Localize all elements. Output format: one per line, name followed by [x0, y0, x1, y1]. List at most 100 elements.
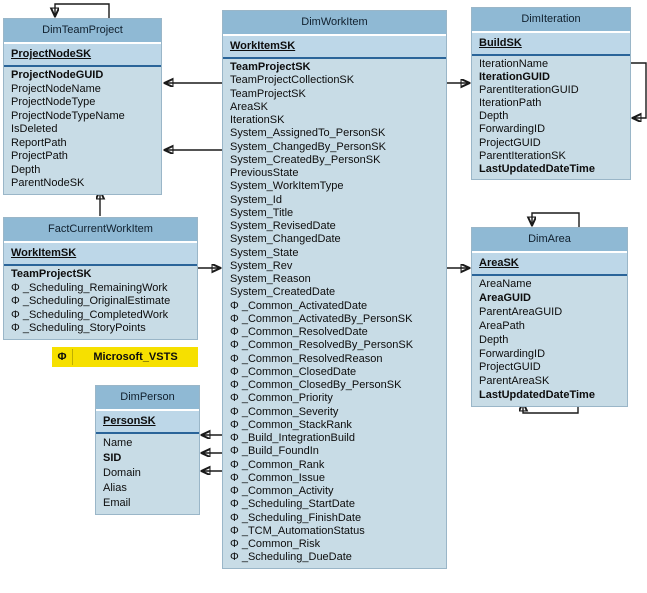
primary-key-field: AreaSK [472, 253, 627, 276]
field-row: ParentIterationGUID [479, 84, 579, 97]
field-row: Φ _Common_ActivatedBy_PersonSK [230, 312, 413, 325]
field-row: ProjectGUID [479, 136, 541, 149]
field-row: System_Reason [230, 273, 311, 285]
field-row: Φ _Common_Rank [230, 458, 325, 471]
field-row: System_WorkItemType [230, 180, 344, 193]
field-row: AreaGUID [479, 291, 531, 304]
field-row: TeamProjectSK [230, 61, 311, 73]
field-row: System_Id [230, 193, 282, 206]
field-row: Email [103, 497, 131, 509]
arrow-iteration-self-loop [631, 62, 647, 118]
legend-label: Microsoft_VSTS [93, 351, 178, 363]
table-title: DimArea [472, 228, 627, 253]
field-row: Φ _Scheduling_StartDate [230, 498, 355, 511]
field-row: System_CreatedDate [230, 286, 336, 299]
field-row: LastUpdatedDateTime [479, 389, 595, 402]
field-row: Φ _Build_IntegrationBuild [230, 432, 355, 444]
field-row: Φ _Common_Risk [230, 538, 321, 550]
table-title: DimIteration [472, 8, 630, 33]
legend-microsoft-vsts[interactable]: Φ Microsoft_VSTS [52, 347, 198, 367]
field-row: Φ _Common_Issue [230, 471, 325, 484]
arrow-teamproject-self-loop [55, 3, 110, 18]
field-row: Φ _TCM_AutomationStatus [230, 524, 365, 537]
field-row: ForwardingID [479, 347, 546, 360]
field-row: IterationPath [479, 97, 542, 110]
field-row: Φ _Common_ClosedBy_PersonSK [230, 379, 402, 391]
field-row: Φ _Common_ClosedDate [230, 365, 357, 378]
field-row: Φ _Build_FoundIn [230, 445, 319, 458]
field-row: System_AssignedTo_PersonSK [230, 127, 386, 140]
field-row: System_State [230, 246, 299, 259]
field-row: AreaSK [230, 100, 268, 113]
arrow-area-self-loop-top [532, 212, 580, 227]
field-row: IsDeleted [11, 123, 58, 135]
field-row: Φ _Common_Severity [230, 405, 339, 418]
field-row: ReportPath [11, 136, 67, 149]
field-row: ForwardingID [479, 123, 546, 136]
field-row: TeamProjectSK [11, 268, 92, 280]
field-row: ProjectPath [11, 150, 68, 162]
field-row: IterationSK [230, 114, 285, 126]
field-row: Φ _Common_Activity [230, 485, 334, 497]
field-row: Φ _Common_ResolvedDate [230, 326, 368, 338]
table-title: DimTeamProject [4, 19, 161, 44]
field-row: TeamProjectCollectionSK [230, 74, 355, 87]
field-row: System_ChangedBy_PersonSK [230, 140, 386, 153]
field-row: Φ _Scheduling_RemainingWork [11, 281, 168, 294]
field-row: ProjectGUID [479, 361, 541, 374]
field-row: IterationName [479, 58, 549, 70]
table-title: DimPerson [96, 386, 199, 411]
field-row: IterationGUID [479, 71, 550, 84]
field-row: ProjectNodeTypeName [11, 109, 125, 122]
field-row: Φ _Scheduling_CompletedWork [11, 308, 169, 321]
table-title: FactCurrentWorkItem [4, 218, 197, 243]
field-row: PreviousState [230, 167, 299, 179]
field-row: ParentAreaSK [479, 375, 550, 388]
primary-key-field: BuildSK [472, 33, 630, 56]
primary-key-field: ProjectNodeSK [4, 44, 161, 67]
field-row: ParentIterationSK [479, 149, 566, 162]
field-row: Alias [103, 482, 127, 494]
field-row: Depth [479, 333, 509, 346]
primary-key-field: WorkItemSK [4, 243, 197, 266]
field-row: ProjectNodeGUID [11, 69, 104, 81]
field-row: Φ _Scheduling_StoryPoints [11, 322, 146, 334]
field-row: Depth [11, 163, 41, 176]
field-row: Depth [479, 110, 509, 123]
field-row: Domain [103, 467, 141, 479]
field-row: ParentNodeSK [11, 177, 85, 189]
legend-separator [72, 349, 73, 365]
field-row: Φ _Common_Priority [230, 392, 333, 405]
field-row: Φ _Scheduling_DueDate [230, 551, 352, 564]
field-row: System_ChangedDate [230, 233, 341, 246]
field-row: Φ _Common_ActivatedDate [230, 299, 368, 312]
table-title: DimWorkItem [223, 11, 446, 36]
field-row: Name [103, 437, 133, 449]
primary-key-field: PersonSK [96, 411, 199, 434]
field-row: System_RevisedDate [230, 220, 336, 232]
field-row: TeamProjectSK [230, 87, 306, 100]
field-row: AreaPath [479, 319, 525, 332]
field-row: System_Title [230, 206, 294, 219]
field-row: ParentAreaGUID [479, 305, 563, 318]
field-row: ProjectNodeType [11, 96, 96, 108]
field-row: Φ _Scheduling_OriginalEstimate [11, 295, 171, 307]
field-row: SID [103, 452, 122, 464]
field-row: Φ _Common_ResolvedReason [230, 352, 383, 365]
primary-key-field: WorkItemSK [223, 36, 446, 59]
field-row: Φ _Scheduling_FinishDate [230, 511, 362, 524]
field-row: Φ _Common_ResolvedBy_PersonSK [230, 339, 414, 352]
phi-symbol-icon: Φ [57, 351, 67, 363]
